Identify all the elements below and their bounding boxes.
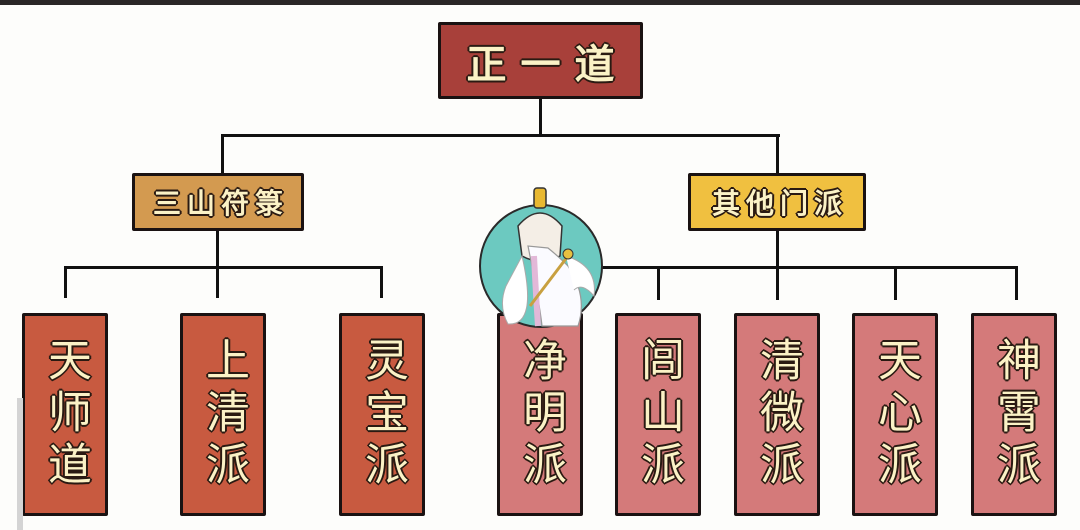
leaf-label: 清微派	[752, 336, 803, 493]
leaf-node: 净明派	[497, 313, 583, 516]
leaf-label: 上清派	[198, 336, 249, 493]
leaf-label: 神霄派	[989, 336, 1040, 493]
leaf-label: 天师道	[40, 336, 91, 493]
leaf-label: 净明派	[515, 336, 566, 493]
leaf-node: 清微派	[734, 313, 820, 516]
leaf-node: 灵宝派	[339, 313, 425, 516]
top-bar	[0, 0, 1080, 5]
leaf-label: 灵宝派	[357, 336, 408, 493]
connector-line	[64, 266, 383, 269]
leaf-node: 上清派	[180, 313, 266, 516]
branch-label: 其他门派	[711, 187, 848, 220]
branch-label: 三山符箓	[152, 187, 289, 220]
taoist-sage-avatar-icon	[479, 187, 603, 328]
connector-line	[776, 266, 779, 300]
leaf-node: 天心派	[852, 313, 938, 516]
connector-line	[776, 134, 779, 174]
connector-line	[657, 266, 660, 300]
connector-line	[580, 266, 1018, 269]
leaf-node: 天师道	[22, 313, 108, 516]
connector-line	[216, 230, 219, 268]
root-node: 正一道	[438, 22, 643, 99]
leaf-node: 神霄派	[971, 313, 1057, 516]
connector-line	[221, 134, 224, 174]
connector-line	[776, 230, 779, 268]
leaf-label: 闾山派	[633, 336, 684, 493]
connector-line	[894, 266, 897, 300]
connector-line	[64, 266, 67, 298]
leaf-node: 闾山派	[615, 313, 701, 516]
root-label: 正一道	[466, 41, 629, 88]
connector-line	[1015, 266, 1018, 300]
scrollbar[interactable]	[17, 398, 23, 530]
branch-node-sanshan: 三山符箓	[132, 173, 304, 231]
connector-line	[380, 266, 383, 298]
branch-node-other: 其他门派	[688, 173, 866, 231]
leaf-label: 天心派	[870, 336, 921, 493]
connector-line	[539, 98, 542, 136]
connector-line	[221, 134, 780, 137]
connector-line	[216, 266, 219, 298]
